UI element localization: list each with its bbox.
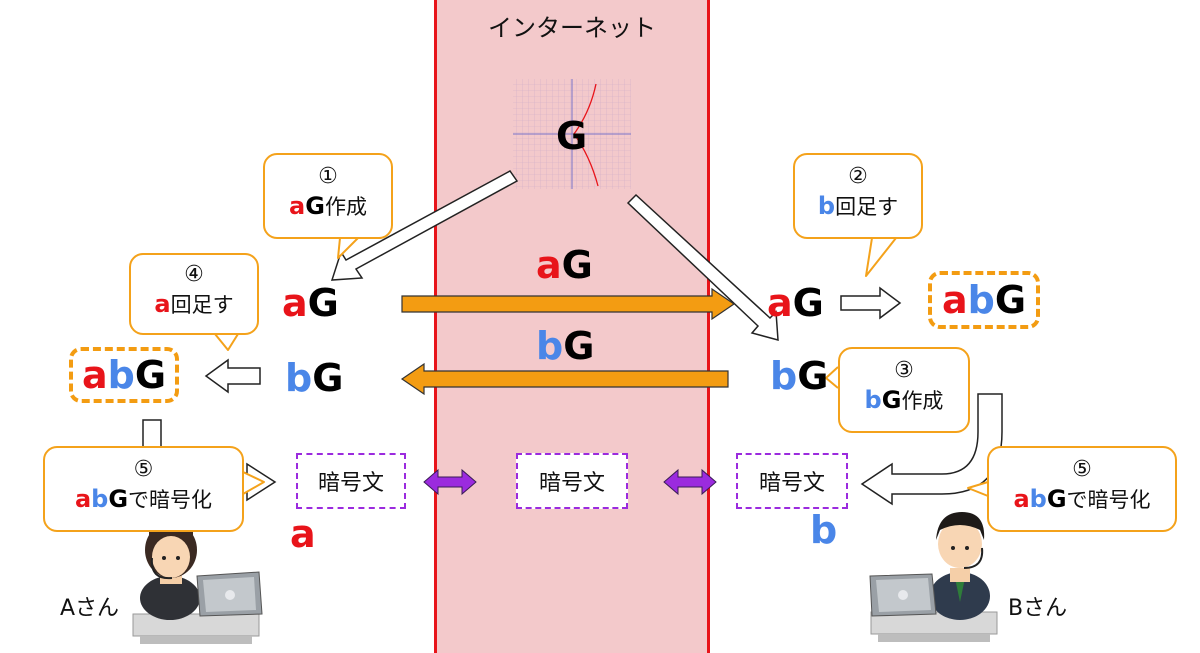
b-side-ag: aG	[767, 281, 824, 325]
bubble-step1: ① aG作成	[263, 153, 393, 239]
internet-title: インターネット	[488, 14, 656, 42]
a-side-ag: aG	[282, 281, 339, 325]
secret-a-label: a	[290, 512, 316, 556]
bubble-step3: ③ bG作成	[838, 347, 970, 433]
cipher-box-b: 暗号文	[736, 453, 848, 509]
arrow-g-to-bg	[626, 193, 779, 341]
person-b-icon	[869, 512, 998, 642]
arrow-g-to-ag	[330, 170, 519, 281]
person-a-icon	[132, 521, 263, 644]
bubble-step2: ② b回足す	[793, 153, 923, 239]
tail-3	[825, 366, 839, 389]
cipher-arrow-left	[423, 468, 477, 496]
internet-ag: aG	[536, 243, 593, 287]
tail-1	[337, 237, 359, 259]
arrow-ag-exchange	[401, 287, 736, 321]
bubble-step5-b: ⑤ abGで暗号化	[987, 446, 1177, 532]
cipher-box-a: 暗号文	[296, 453, 406, 509]
bubble-step4: ④ a回足す	[129, 253, 259, 335]
internet-bg: bG	[536, 324, 595, 368]
arrow-bg-exchange	[400, 362, 729, 396]
bubble-step5-a: ⑤ abGで暗号化	[43, 446, 244, 532]
tail-5b	[967, 481, 989, 497]
tail-4	[214, 333, 239, 351]
tail-2	[865, 237, 897, 277]
person-b-label: Bさん	[1008, 596, 1068, 621]
cipher-arrow-right	[663, 468, 717, 496]
curve-graph-icon	[513, 79, 631, 189]
arrow-bg-to-abg	[204, 358, 261, 394]
tail-5a	[242, 471, 265, 495]
public-g-label: G	[556, 114, 588, 158]
secret-b-label: b	[810, 508, 838, 552]
person-a-label: Aさん	[60, 596, 120, 621]
a-side-bg: bG	[285, 356, 344, 400]
arrow-ag-to-abg	[840, 286, 902, 320]
b-side-bg: bG	[770, 354, 829, 398]
cipher-box-internet: 暗号文	[516, 453, 628, 509]
